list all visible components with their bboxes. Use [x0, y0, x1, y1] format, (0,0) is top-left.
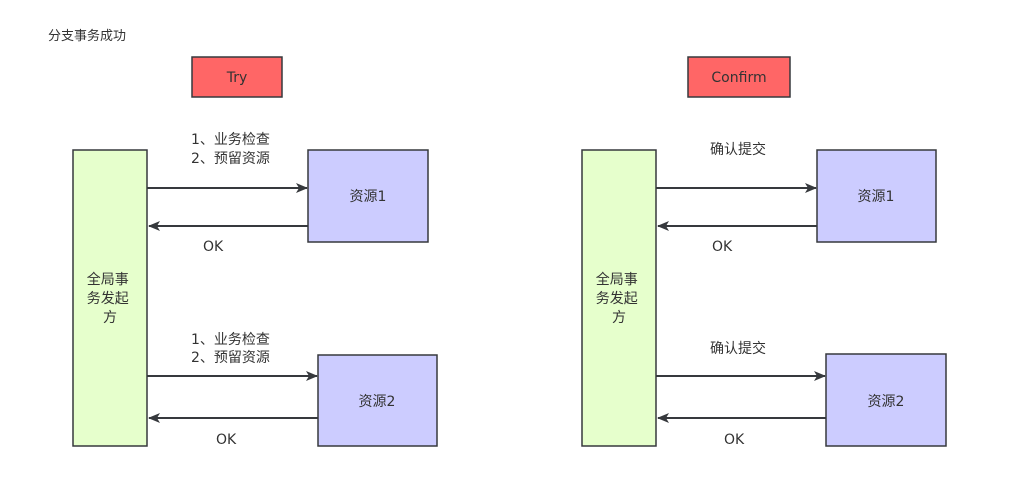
svg-text:1、业务检查 2、预留资源: 1、业务检查 2、预留资源	[191, 332, 274, 366]
response-label: OK	[203, 239, 224, 255]
initiator-node-try: 全局事 务发起 方	[72, 149, 148, 447]
initiator-line: 全局事	[87, 271, 129, 288]
initiator-line: 务发起	[596, 291, 638, 307]
response-label: OK	[712, 239, 733, 255]
resource-node-confirm-1: 资源1	[816, 149, 937, 243]
initiator-line: 方	[612, 310, 626, 326]
phase-try: Try	[191, 56, 283, 98]
initiator-line: 务发起	[87, 291, 129, 307]
resource-node-confirm-2: 资源2	[825, 353, 947, 447]
request-label: 2、预留资源	[191, 350, 270, 366]
phase-confirm: Confirm	[687, 56, 791, 98]
initiator-line: 方	[103, 310, 117, 326]
phase-confirm-label: Confirm	[711, 70, 766, 86]
resource-label: 资源1	[858, 189, 895, 205]
request-label: 1、业务检查	[191, 132, 270, 148]
resource-label: 资源1	[350, 189, 387, 205]
phase-try-label: Try	[226, 70, 248, 86]
initiator-node-confirm: 全局事 务发起 方	[581, 149, 657, 447]
diagram-title: 分支事务成功	[48, 28, 126, 44]
request-label: 2、预留资源	[191, 151, 270, 167]
panel-try: 全局事 务发起 方 资源1 1、业务检查 2、预留资源 OK 资源2 1、业务检…	[72, 132, 438, 448]
resource-label: 资源2	[868, 394, 905, 410]
resource-label: 资源2	[359, 394, 396, 410]
request-label: 1、业务检查	[191, 332, 270, 348]
panel-confirm: 全局事 务发起 方 资源1 确认提交 OK 资源2 确认提交 OK	[581, 141, 947, 448]
resource-node-try-2: 资源2	[317, 354, 438, 447]
svg-text:1、业务检查 2、预留资源: 1、业务检查 2、预留资源	[191, 132, 274, 167]
initiator-line: 全局事	[596, 271, 638, 288]
response-label: OK	[216, 432, 237, 448]
resource-node-try-1: 资源1	[307, 149, 429, 243]
request-label: 确认提交	[710, 141, 766, 158]
request-label: 确认提交	[710, 340, 766, 357]
response-label: OK	[724, 432, 745, 448]
svg-text:全局事 务发起 方: 全局事 务发起 方	[596, 271, 642, 326]
svg-text:全局事 务发起 方: 全局事 务发起 方	[87, 271, 133, 326]
